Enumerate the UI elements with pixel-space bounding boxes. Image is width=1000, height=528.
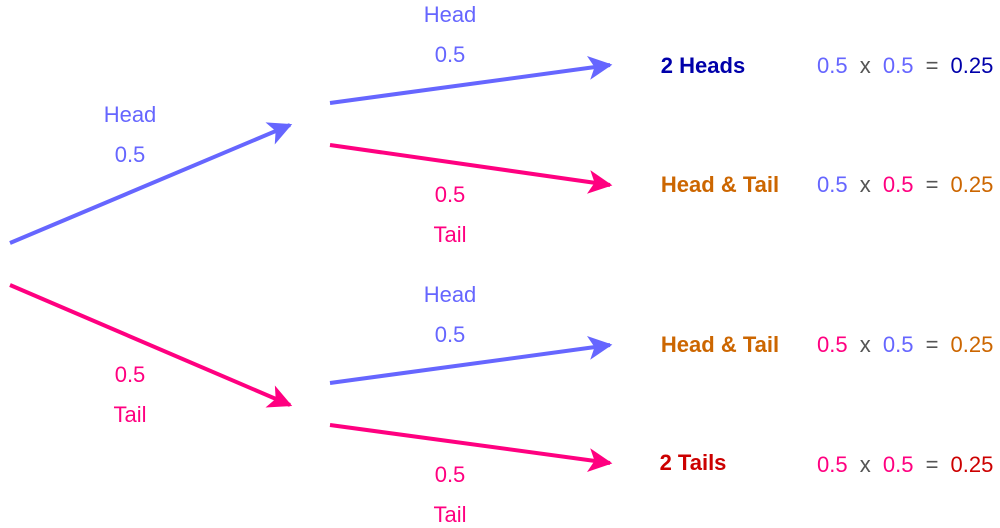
calc-row-two-heads: 0.5 x 0.5 = 0.25	[817, 53, 993, 78]
level1-head-label: Head	[104, 102, 157, 127]
calc-row-two-tails: 0.5 x 0.5 = 0.25	[817, 452, 993, 477]
calc-times: x	[860, 172, 871, 197]
calc-factor-a: 0.5	[817, 452, 848, 477]
calc-factor-b: 0.5	[883, 332, 914, 357]
after-tail-head-prob: 0.5	[435, 322, 466, 347]
arrow-level1-tail	[9, 283, 293, 408]
outcome-head-tail-2: Head & Tail	[661, 332, 779, 357]
after-head-tail-label: Tail	[433, 222, 466, 247]
calc-result: 0.25	[951, 452, 994, 477]
calc-row-head-tail-1: 0.5 x 0.5 = 0.25	[817, 172, 993, 197]
calc-equals: =	[926, 53, 939, 78]
after-tail-head-label: Head	[424, 282, 477, 307]
outcome-two-heads: 2 Heads	[661, 53, 745, 78]
calc-result: 0.25	[951, 332, 994, 357]
calc-factor-b: 0.5	[883, 452, 914, 477]
calc-result: 0.25	[951, 172, 994, 197]
calc-factor-b: 0.5	[883, 172, 914, 197]
calc-times: x	[860, 53, 871, 78]
calc-times: x	[860, 452, 871, 477]
level1-tail-label: Tail	[113, 402, 146, 427]
calc-equals: =	[926, 172, 939, 197]
calc-result: 0.25	[951, 53, 994, 78]
arrow-head-tail	[329, 143, 613, 194]
after-head-head-label: Head	[424, 2, 477, 27]
calc-times: x	[860, 332, 871, 357]
arrow-head-head	[329, 56, 613, 105]
calc-equals: =	[926, 332, 939, 357]
outcome-two-tails: 2 Tails	[660, 450, 727, 475]
calc-row-head-tail-2: 0.5 x 0.5 = 0.25	[817, 332, 993, 357]
arrow-tail-tail	[329, 423, 613, 472]
after-tail-tail-prob: 0.5	[435, 462, 466, 487]
outcome-head-tail-1: Head & Tail	[661, 172, 779, 197]
calc-factor-a: 0.5	[817, 332, 848, 357]
calc-factor-a: 0.5	[817, 53, 848, 78]
level1-tail-prob: 0.5	[115, 362, 146, 387]
arrow-tail-head	[329, 336, 613, 385]
arrow-level1-head	[9, 122, 293, 245]
calc-factor-b: 0.5	[883, 53, 914, 78]
after-head-head-prob: 0.5	[435, 42, 466, 67]
calc-equals: =	[926, 452, 939, 477]
after-head-tail-prob: 0.5	[435, 182, 466, 207]
calc-factor-a: 0.5	[817, 172, 848, 197]
after-tail-tail-label: Tail	[433, 502, 466, 527]
level1-head-prob: 0.5	[115, 142, 146, 167]
